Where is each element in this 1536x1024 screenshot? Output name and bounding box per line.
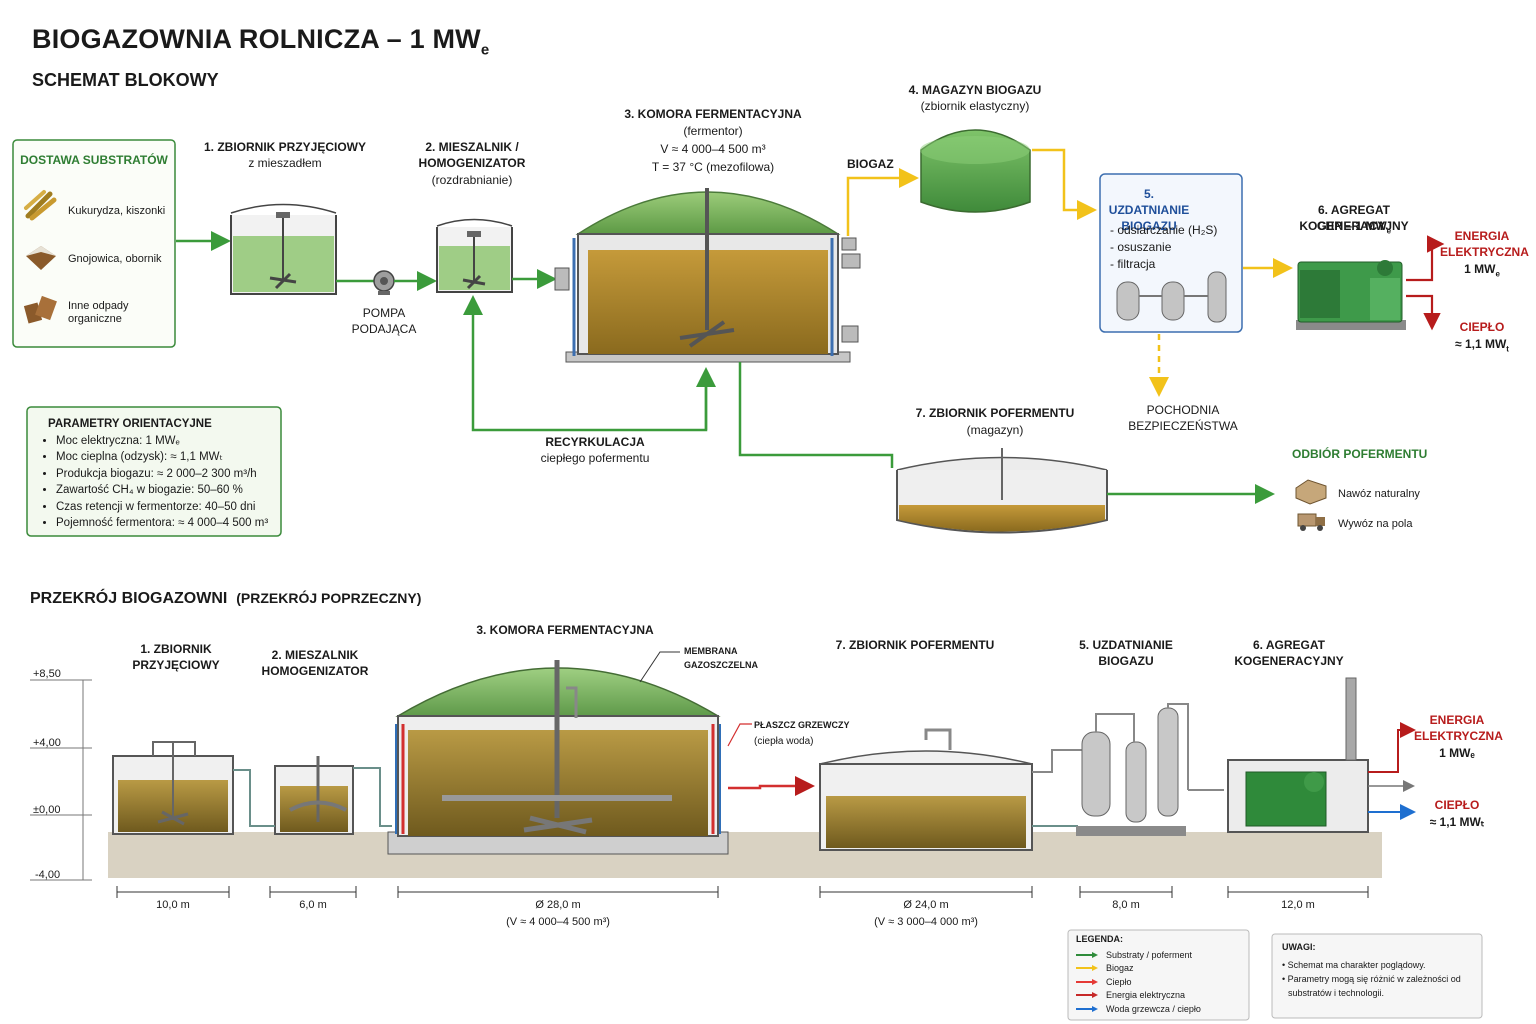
gas-storage xyxy=(920,129,1031,213)
manure-icon xyxy=(26,246,56,270)
heat-value: ≈ 1,1 MWt xyxy=(1455,337,1509,354)
wood-waste-icon xyxy=(23,295,57,324)
b7-title: 7. ZBIORNIK POFERMENTU xyxy=(915,406,1075,420)
truck-icon xyxy=(1297,513,1325,531)
params-list: Moc elektryczna: 1 MWₑ Moc cieplna (odzy… xyxy=(40,433,268,531)
reception-tank xyxy=(230,203,337,295)
level-label: -4,00 xyxy=(35,869,61,881)
substrate-item: Inne odpady organiczne xyxy=(68,300,129,325)
treatment-vessels-icon xyxy=(1116,271,1227,323)
dim-label: 10,0 m xyxy=(156,899,190,911)
substrates-title: DOSTAWA SUBSTRATÓW xyxy=(20,153,168,167)
pump-label: POMPA PODAJĄCA xyxy=(351,306,417,336)
flare-label: POCHODNIA BEZPIECZEŃSTWA xyxy=(1128,403,1238,433)
b4-sub: (zbiornik elastyczny) xyxy=(920,99,1030,113)
s7-label: 7. ZBIORNIK POFERMENTU xyxy=(835,638,995,652)
section-chp-housing xyxy=(1227,677,1369,833)
dim-label: 8,0 m xyxy=(1112,899,1140,911)
b4-title: 4. MAGAZYN BIOGAZU xyxy=(908,83,1042,97)
heat-title: CIEPŁO xyxy=(1459,320,1505,334)
dim-label: Ø 24,0 m xyxy=(903,899,949,911)
chp-unit-icon xyxy=(1296,260,1406,330)
energy-el-value: 1 MWe xyxy=(1464,262,1500,279)
mixer-tank xyxy=(436,218,513,293)
substrate-item: Kukurydza, kiszonki xyxy=(68,205,166,217)
dim-sub: (V ≈ 4 000–4 500 m³) xyxy=(506,916,610,928)
s5-label: 5. UZDATNIANIE BIOGAZU xyxy=(1079,638,1173,668)
level-label: +4,00 xyxy=(33,737,61,749)
fertilizer-icon xyxy=(1295,479,1327,505)
pump-icon xyxy=(373,270,395,295)
dim-label: 12,0 m xyxy=(1281,899,1315,911)
s2-label: 2. MIESZALNIK HOMOGENIZATOR xyxy=(261,648,369,678)
b1-title: 1. ZBIORNIK PRZYJĘCIOWY xyxy=(203,140,367,154)
dim-label: 6,0 m xyxy=(299,899,327,911)
page-subtitle: SCHEMAT BLOKOWY xyxy=(32,70,219,90)
dim-label: Ø 28,0 m xyxy=(535,899,581,911)
block-diagram xyxy=(12,129,1445,537)
biogas-label: BIOGAZ xyxy=(847,157,894,171)
section-mixer-tank xyxy=(274,756,354,835)
section-heat-val: ≈ 1,1 MWₜ xyxy=(1429,815,1485,829)
b3-title: 3. KOMORA FERMENTACYJNA xyxy=(624,107,802,121)
s6-label: 6. AGREGAT KOGENERACYJNY xyxy=(1234,638,1344,668)
b6-sub: CHP – 1 MWe xyxy=(1316,219,1392,236)
b3-temp: T = 37 °C (mezofilowa) xyxy=(651,160,775,174)
b2-title: 2. MIESZALNIK / HOMOGENIZATOR xyxy=(418,140,526,170)
section-treatment-vessels xyxy=(1076,703,1189,836)
b5-list: - odsiarczanie (H₂S) - osuszanie - filtr… xyxy=(1110,223,1218,271)
output-item: Wywóz na pola xyxy=(1338,518,1413,530)
section-digestate-tank xyxy=(819,728,1033,851)
energy-el-title: ENERGIA ELEKTRYCZNA xyxy=(1440,229,1529,259)
substrates-box xyxy=(12,139,176,348)
section-digester xyxy=(387,660,729,855)
params-box xyxy=(26,406,282,537)
notes-box xyxy=(1271,933,1483,1019)
b3-volume: V ≈ 4 000–4 500 m³ xyxy=(660,142,766,156)
legend-item: Substraty / poferment xyxy=(1076,948,1201,962)
b5-title: 5. UZDATNIANIE BIOGAZU xyxy=(1108,187,1190,233)
legend-item: Woda grzewcza / ciepło xyxy=(1076,1002,1201,1016)
jacket-sub: (ciepła woda) xyxy=(754,736,814,747)
legend-item: Energia elektryczna xyxy=(1076,989,1201,1003)
legend-item: Ciepło xyxy=(1076,975,1201,989)
section-title: PRZEKRÓJ BIOGAZOWNI (PRZEKRÓJ POPRZECZNY… xyxy=(30,590,422,607)
section-heat: CIEPŁO xyxy=(1434,798,1480,812)
level-label: ±0,00 xyxy=(33,804,61,816)
legend-item: Biogaz xyxy=(1076,962,1201,976)
notes: UWAGI: • Schemat ma charakter poglądowy.… xyxy=(1282,942,1461,998)
section-energy-val: 1 MWₑ xyxy=(1439,746,1475,760)
jacket-label: PŁASZCZ GRZEWCZY xyxy=(754,720,850,730)
section-energy-el: ENERGIA ELEKTRYCZNA xyxy=(1414,713,1503,743)
s3-label: 3. KOMORA FERMENTACYJNA xyxy=(476,623,654,637)
legend-box xyxy=(1067,929,1250,1021)
recirc-title: RECYRKULACJA xyxy=(545,435,645,449)
b2-sub: (rozdrabnianie) xyxy=(431,173,513,187)
output-title: ODBIÓR POFERMENTU xyxy=(1292,447,1428,461)
recirc-sub: ciepłego pofermentu xyxy=(540,451,650,465)
b7-sub: (magazyn) xyxy=(966,423,1024,437)
digestate-tank xyxy=(896,448,1108,534)
page-title: BIOGAZOWNIA ROLNICZA – 1 MWe xyxy=(32,24,490,59)
corn-icon xyxy=(24,190,57,221)
dim-sub: (V ≈ 3 000–4 000 m³) xyxy=(874,916,978,928)
legend: LEGENDA: Substraty / poferment Biogaz Ci… xyxy=(1076,934,1201,1016)
s1-label: 1. ZBIORNIK PRZYJĘCIOWY xyxy=(132,642,220,672)
params-title: PARAMETRY ORIENTACYJNE xyxy=(48,418,212,430)
substrate-item: Gnojowica, obornik xyxy=(68,253,162,265)
level-label: +8,50 xyxy=(33,668,61,680)
b6-title: 6. AGREGAT KOGENERACYJNY xyxy=(1299,203,1409,233)
cross-section xyxy=(30,651,1483,1021)
b3-sub: (fermentor) xyxy=(683,124,743,138)
digester xyxy=(554,188,861,363)
section-reception-tank xyxy=(112,741,234,835)
b1-sub: z mieszadłem xyxy=(248,156,322,170)
output-item: Nawóz naturalny xyxy=(1338,488,1420,500)
membrane-label: MEMBRANA GAZOSZCZELNA xyxy=(684,646,758,670)
